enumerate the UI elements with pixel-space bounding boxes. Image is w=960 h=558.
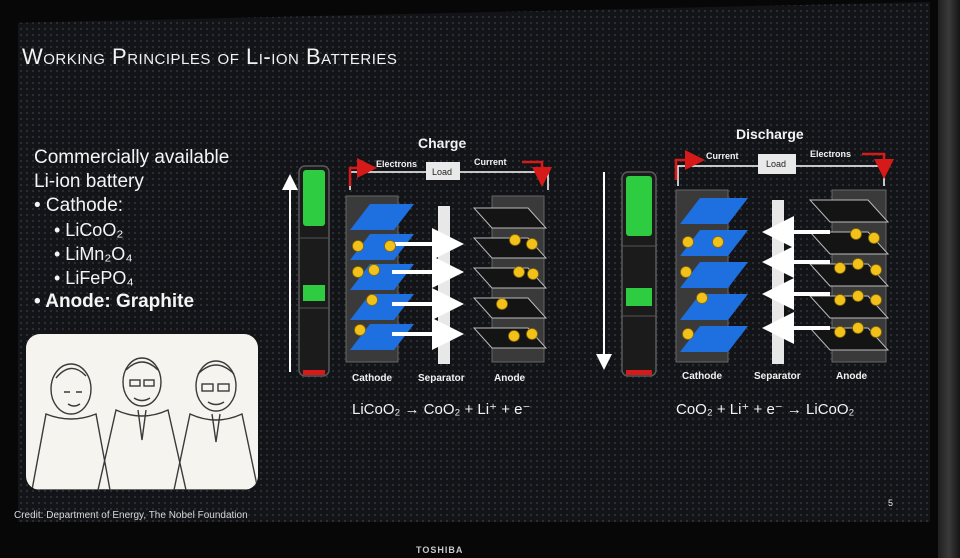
tv-frame-edge: [938, 0, 960, 558]
bullet-line: • Cathode:: [34, 195, 124, 216]
image-credit: Credit: Department of Energy, The Nobel …: [14, 510, 248, 521]
charge-electron-arrow: [348, 158, 377, 186]
discharge-separator: [772, 200, 784, 364]
bullet-line: • LiMn₂O₄: [54, 244, 133, 264]
charge-heading: Charge: [418, 135, 466, 151]
discharge-electron-arrow: [862, 152, 894, 179]
discharge-load-box: [758, 154, 796, 174]
bullet-line: • LiCoO₂: [54, 220, 124, 240]
bullet-line: • Anode: Graphite: [34, 291, 195, 312]
discharge-lithium-ions: [680, 228, 882, 340]
charge-diagram: Charge Load Electrons Current: [282, 135, 552, 384]
discharge-equation: CoO₂ + Li⁺ + e⁻ → LiCoO₂: [676, 401, 855, 418]
charge-lithium-ions: [352, 234, 539, 342]
charge-load-box: [426, 162, 460, 180]
slide-title: Working Principles of Li-ion Batteries: [22, 44, 398, 69]
discharge-anode-label: Anode: [836, 371, 868, 382]
charge-current-label: Current: [474, 157, 507, 167]
laureates-sketch: [31, 357, 258, 490]
charge-cathode-label: Cathode: [352, 373, 392, 384]
tv-brand-logo: TOSHIBA: [416, 545, 464, 555]
discharge-current-arrow: [674, 150, 705, 180]
charge-battery-indicator: [298, 165, 330, 377]
charge-current-arrow: [522, 160, 552, 187]
charge-separator: [438, 206, 450, 364]
charge-load-label: Load: [432, 167, 452, 177]
discharge-electrons-label: Electrons: [810, 149, 851, 159]
bullet-line: Li-ion battery: [34, 171, 144, 192]
bullet-line: Commercially available: [34, 147, 230, 168]
charge-anode-label: Anode: [494, 373, 526, 384]
discharge-cathode-label: Cathode: [682, 371, 722, 382]
page-number: 5: [888, 498, 894, 508]
nobel-laureates-portrait: [26, 334, 258, 490]
charge-equation: LiCoO₂ → CoO₂ + Li⁺ + e⁻: [352, 401, 531, 418]
bullet-list: Commercially available Li-ion battery • …: [34, 146, 229, 314]
discharge-heading: Discharge: [736, 126, 804, 142]
charge-ion-arrows: [392, 228, 464, 350]
discharge-separator-label: Separator: [754, 371, 801, 382]
discharge-ion-arrows: [762, 216, 830, 344]
discharge-diagram: Discharge Load Current Electrons: [596, 126, 894, 382]
charge-electrons-label: Electrons: [376, 159, 417, 169]
charge-separator-label: Separator: [418, 373, 465, 384]
discharge-current-label: Current: [706, 151, 739, 161]
discharge-load-label: Load: [766, 159, 786, 169]
bullet-line: • LiFePO₄: [54, 268, 134, 288]
discharge-battery-indicator: [621, 171, 657, 377]
charge-cathode: [345, 195, 414, 363]
